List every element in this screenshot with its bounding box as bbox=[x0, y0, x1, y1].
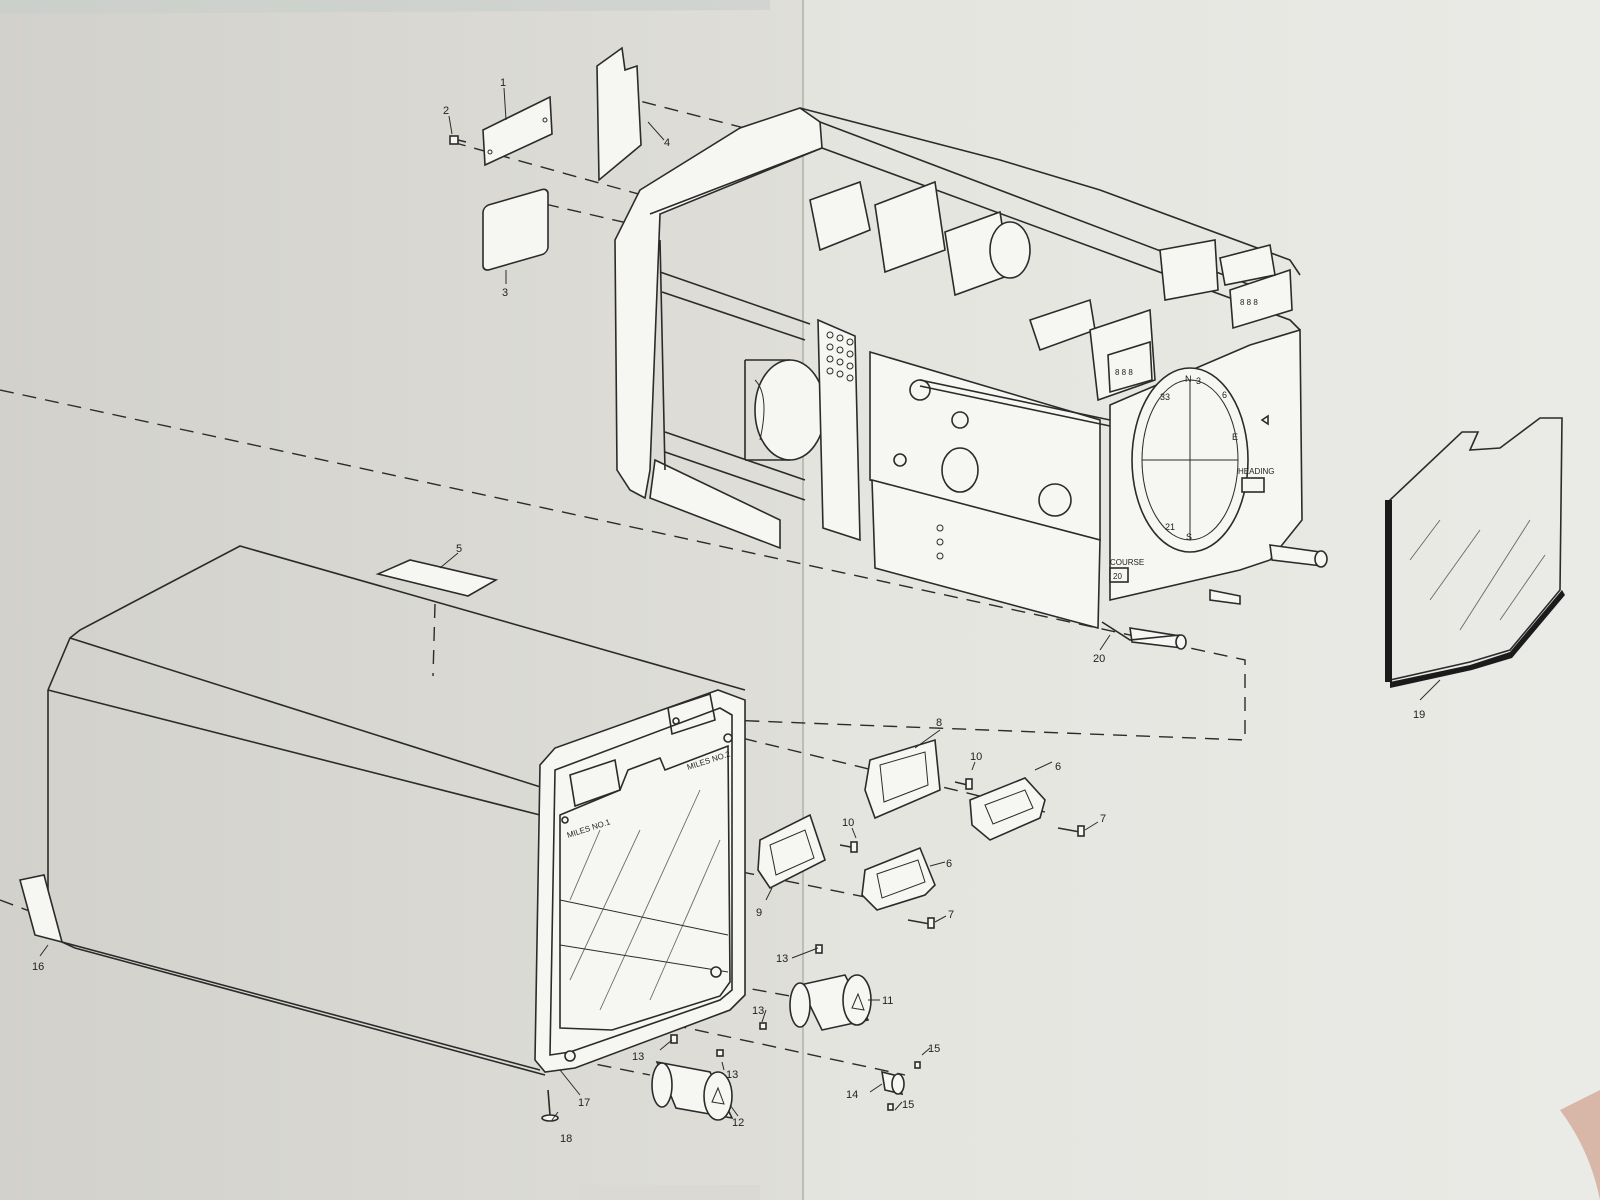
svg-text:8 8 8: 8 8 8 bbox=[1115, 368, 1133, 377]
callout-17: 17 bbox=[578, 1097, 590, 1109]
heading-label: HEADING bbox=[1238, 467, 1274, 476]
callout-10a: 10 bbox=[970, 751, 982, 763]
callout-5: 5 bbox=[456, 543, 462, 555]
course-label: COURSE bbox=[1110, 558, 1144, 567]
part-11-knob bbox=[789, 974, 872, 1031]
part-14-knob bbox=[881, 1070, 905, 1096]
callout-7a: 7 bbox=[1100, 813, 1106, 825]
connector-pins bbox=[826, 331, 854, 382]
part-1-plate bbox=[482, 95, 553, 167]
part-4-plate bbox=[596, 46, 642, 182]
part-12-knob bbox=[651, 1060, 734, 1121]
counter-drum-1: 8 8 8 bbox=[1107, 340, 1153, 394]
course-value: 20 bbox=[1113, 572, 1122, 581]
callout-1: 1 bbox=[500, 77, 506, 89]
callout-19: 19 bbox=[1413, 709, 1425, 721]
callout-15a: 15 bbox=[928, 1043, 940, 1055]
part-2-screw bbox=[449, 135, 467, 145]
part-15-setscrews bbox=[887, 1061, 921, 1111]
part-9-gasket bbox=[757, 813, 826, 890]
part-8-gasket bbox=[864, 738, 941, 820]
dial-3-label: 3 bbox=[1196, 376, 1201, 386]
callout-7b: 7 bbox=[948, 909, 954, 921]
callout-10b: 10 bbox=[842, 817, 854, 829]
dial-33-label: 33 bbox=[1160, 392, 1170, 402]
part-6-plate-a bbox=[969, 777, 1046, 841]
callout-13a: 13 bbox=[776, 953, 788, 965]
part-19-glass-window bbox=[1385, 417, 1565, 688]
callout-6b: 6 bbox=[946, 858, 952, 870]
dial-6-label: 6 bbox=[1222, 390, 1227, 400]
callout-9: 9 bbox=[756, 907, 762, 919]
part-7-screw-b bbox=[907, 917, 935, 929]
callout-6a: 6 bbox=[1055, 761, 1061, 773]
callout-18: 18 bbox=[560, 1133, 572, 1145]
callout-11: 11 bbox=[882, 995, 893, 1007]
dial-e-label: E bbox=[1232, 432, 1238, 442]
callout-13d: 13 bbox=[726, 1069, 738, 1081]
callout-13b: 13 bbox=[752, 1005, 764, 1017]
dial-n-label: N bbox=[1185, 374, 1192, 384]
dial-21-label: 21 bbox=[1165, 522, 1175, 532]
part-16-case: MILES NO.1 MILES NO.2 bbox=[19, 545, 746, 1076]
part-3-label-plate bbox=[482, 188, 549, 271]
callout-8: 8 bbox=[936, 717, 942, 729]
part-7-screw-a bbox=[1057, 825, 1085, 837]
dial-s-label: S bbox=[1186, 532, 1192, 542]
callout-14: 14 bbox=[846, 1089, 858, 1101]
part-10-screw-a bbox=[954, 778, 973, 790]
part-20-chassis: 8 8 8 8 8 8 N 3 6 E S 21 33 HEADING bbox=[614, 107, 1328, 650]
callout-16: 16 bbox=[32, 961, 44, 973]
callout-3: 3 bbox=[502, 287, 508, 299]
leader-lines bbox=[39, 87, 1441, 1121]
callout-12: 12 bbox=[732, 1117, 744, 1129]
callout-20: 20 bbox=[1093, 653, 1105, 665]
part-6-plate-b bbox=[861, 846, 936, 911]
callout-15b: 15 bbox=[902, 1099, 914, 1111]
callout-4: 4 bbox=[664, 137, 670, 149]
callout-2: 2 bbox=[443, 105, 449, 117]
part-5-label-plate bbox=[375, 559, 499, 597]
compass-card: N 3 6 E S 21 33 bbox=[1131, 367, 1249, 553]
svg-text:8 8 8: 8 8 8 bbox=[1240, 298, 1258, 307]
part-17-ref bbox=[559, 1069, 581, 1096]
callout-13c: 13 bbox=[632, 1051, 644, 1063]
part-10-screw-b bbox=[839, 841, 858, 853]
callout-numbers: 1 2 3 4 5 6 6 7 7 8 9 10 10 11 12 13 13 … bbox=[32, 77, 1425, 1145]
